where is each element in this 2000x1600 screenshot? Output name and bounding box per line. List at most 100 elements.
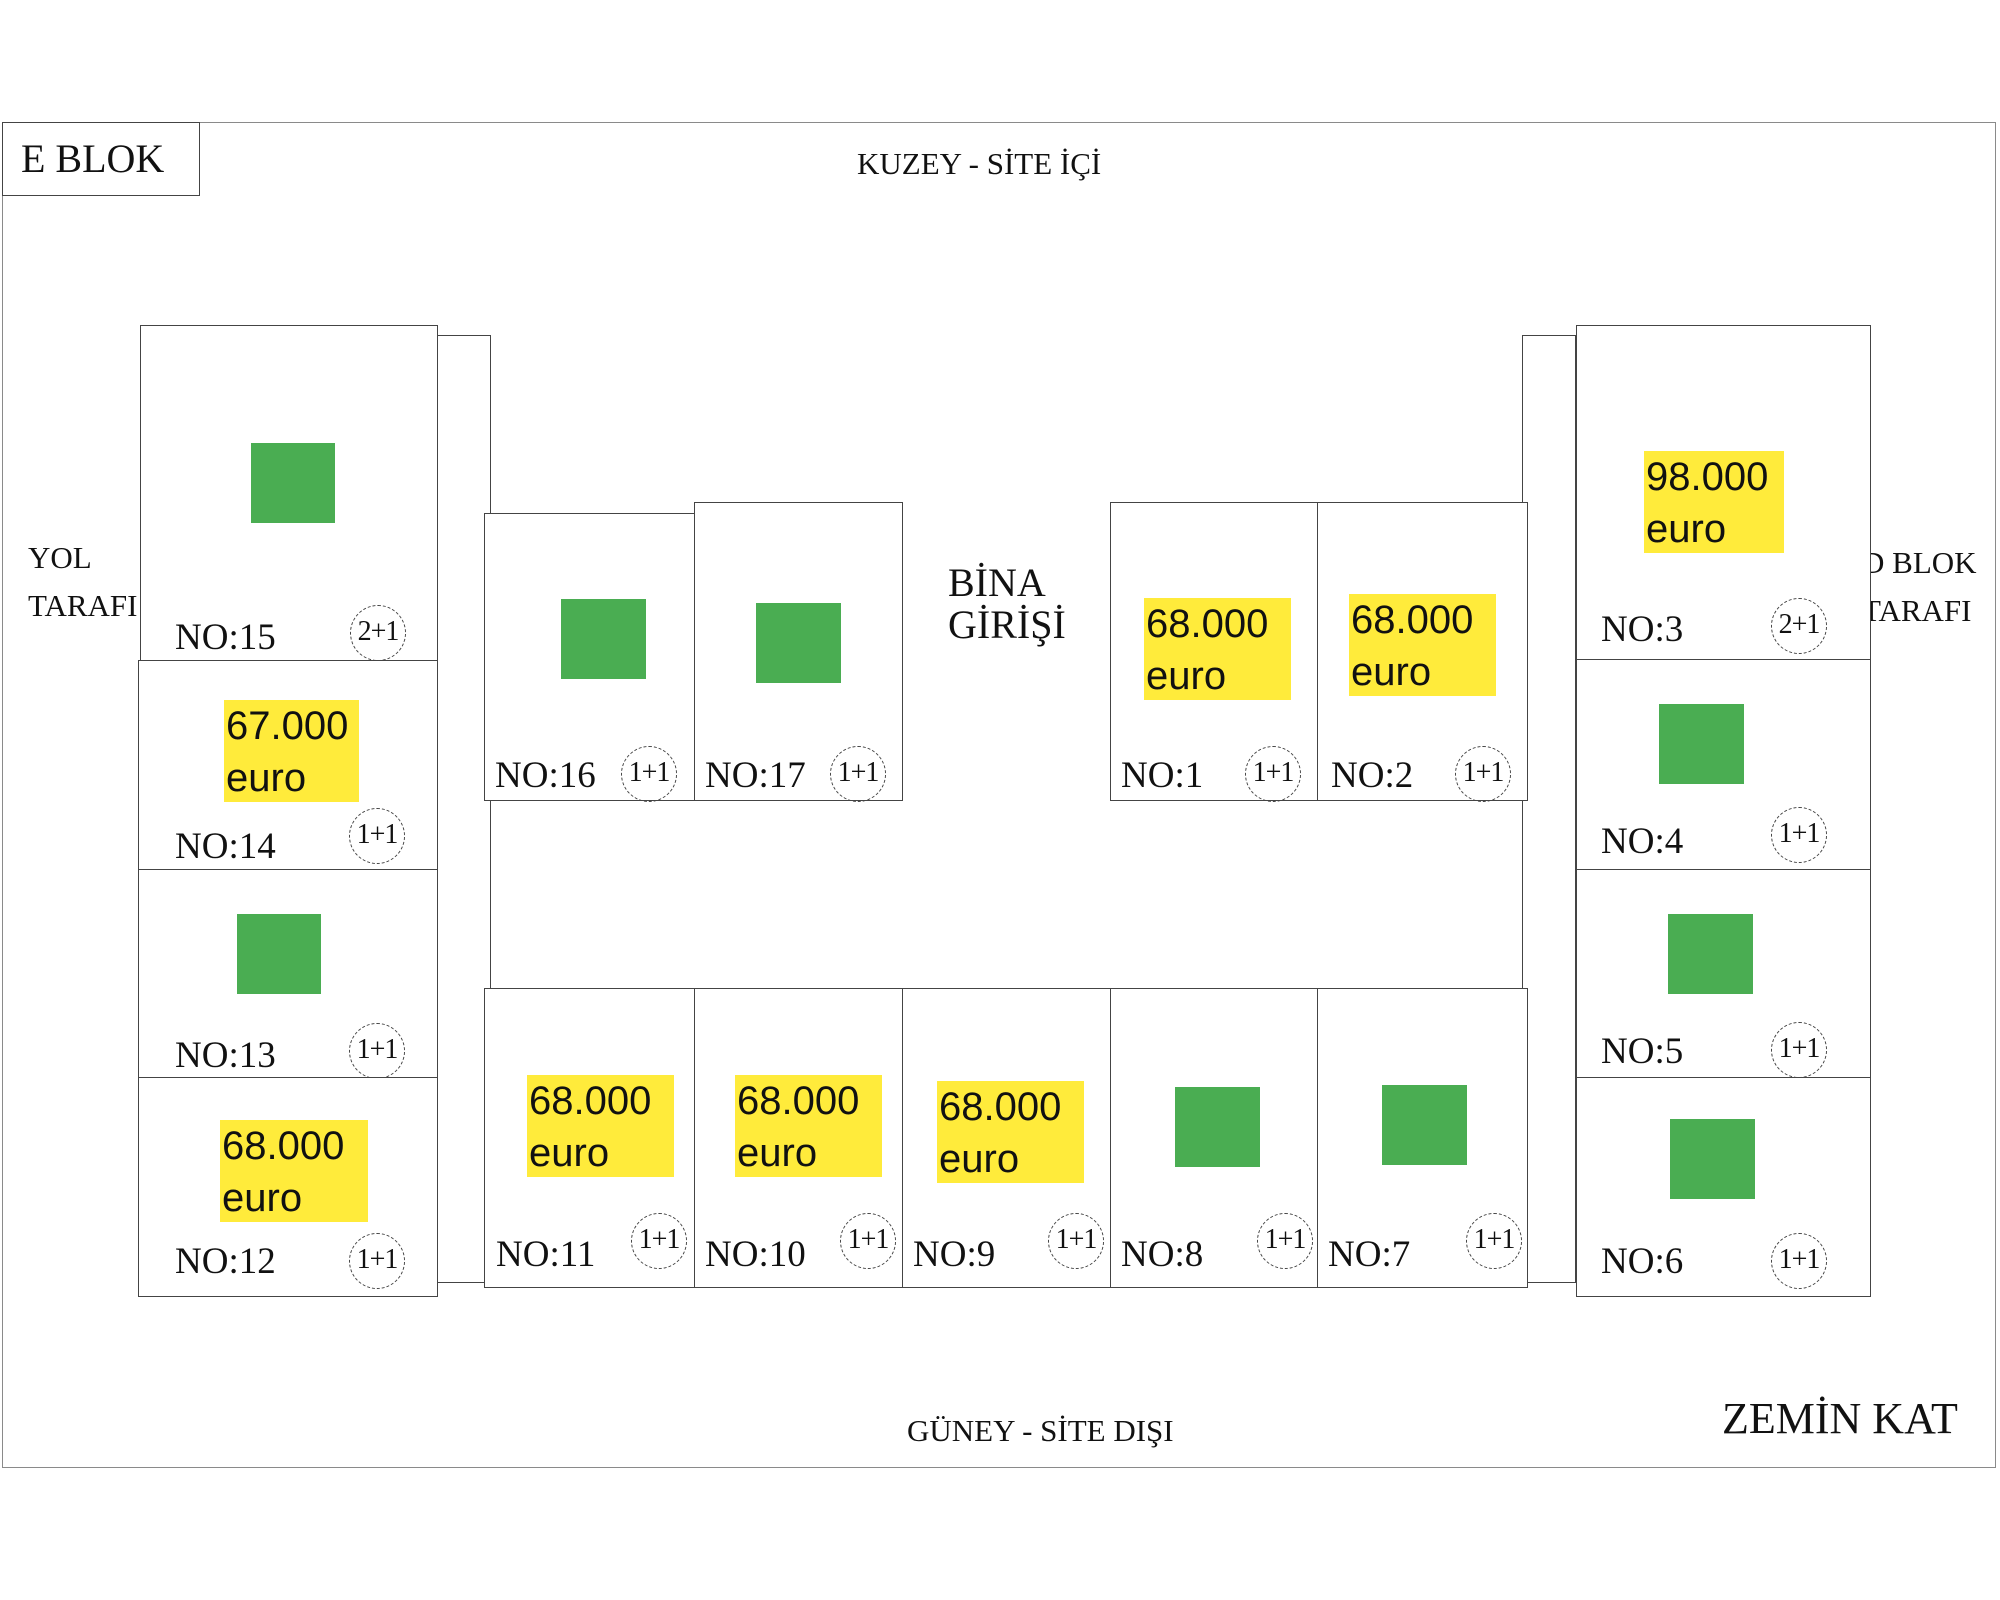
right-side-line2: TARAFI <box>1862 593 1972 628</box>
unit-8[interactable]: NO:8 1+1 <box>1110 988 1318 1288</box>
unit-number: NO:4 <box>1601 821 1684 862</box>
sold-marker <box>1175 1087 1260 1167</box>
unit-number: NO:13 <box>175 1035 276 1076</box>
unit-2[interactable]: 68.000 euro NO:2 1+1 <box>1317 502 1528 802</box>
unit-number: NO:15 <box>175 617 276 658</box>
unit-11[interactable]: 68.000 euro NO:11 1+1 <box>484 988 695 1288</box>
price-value: 68.000 <box>737 1079 860 1123</box>
room-type-badge: 1+1 <box>1257 1213 1313 1269</box>
unit-15[interactable]: NO:15 2+1 <box>140 325 438 661</box>
room-type-badge: 1+1 <box>840 1213 896 1269</box>
price-value: 68.000 <box>529 1079 652 1123</box>
floor-label: ZEMİN KAT <box>1722 1394 1958 1443</box>
price-tag: 68.000 euro <box>1349 594 1496 696</box>
unit-number: NO:16 <box>495 755 596 796</box>
block-label: E BLOK <box>2 122 200 196</box>
unit-10[interactable]: 68.000 euro NO:10 1+1 <box>694 988 903 1288</box>
unit-number: NO:9 <box>913 1234 996 1275</box>
sold-marker <box>1670 1119 1755 1199</box>
room-type-badge: 1+1 <box>621 746 677 802</box>
price-currency: euro <box>939 1137 1020 1181</box>
unit-number: NO:5 <box>1601 1031 1684 1072</box>
right-shaft-wall <box>1522 335 1576 1283</box>
unit-number: NO:2 <box>1331 755 1414 796</box>
unit-12[interactable]: 68.000 euro NO:12 1+1 <box>138 1077 438 1297</box>
unit-number: NO:7 <box>1328 1234 1411 1275</box>
unit-14[interactable]: 67.000 euro NO:14 1+1 <box>138 660 438 870</box>
right-side-label: D BLOK TARAFI <box>1862 539 1977 635</box>
unit-17[interactable]: NO:17 1+1 <box>694 502 903 802</box>
price-value: 68.000 <box>1146 602 1269 646</box>
unit-9[interactable]: 68.000 euro NO:9 1+1 <box>902 988 1111 1288</box>
price-tag: 68.000 euro <box>1144 598 1291 700</box>
price-currency: euro <box>226 756 307 800</box>
entrance-line2: GİRİŞİ <box>948 602 1066 647</box>
room-type-badge: 1+1 <box>830 746 886 802</box>
left-side-line1: YOL <box>28 540 92 575</box>
unit-16[interactable]: NO:16 1+1 <box>484 513 695 802</box>
price-value: 98.000 <box>1646 455 1769 499</box>
unit-number: NO:11 <box>496 1234 596 1275</box>
unit-number: NO:3 <box>1601 609 1684 650</box>
unit-number: NO:17 <box>705 755 806 796</box>
price-tag: 68.000 euro <box>735 1075 882 1177</box>
price-tag: 98.000 euro <box>1644 451 1784 553</box>
room-type-badge: 1+1 <box>349 1023 405 1079</box>
right-side-line1: D BLOK <box>1862 545 1977 580</box>
price-currency: euro <box>1351 650 1432 694</box>
unit-number: NO:1 <box>1121 755 1204 796</box>
price-currency: euro <box>1146 654 1227 698</box>
price-value: 68.000 <box>222 1124 345 1168</box>
room-type-badge: 1+1 <box>349 1233 405 1289</box>
left-side-label: YOL TARAFI <box>28 534 137 630</box>
price-tag: 68.000 euro <box>527 1075 674 1177</box>
sold-marker <box>1659 704 1744 784</box>
unit-number: NO:10 <box>705 1234 806 1275</box>
left-side-line2: TARAFI <box>28 588 138 623</box>
unit-5[interactable]: NO:5 1+1 <box>1576 869 1871 1078</box>
price-currency: euro <box>222 1176 303 1220</box>
price-tag: 68.000 euro <box>937 1081 1084 1183</box>
room-type-badge: 1+1 <box>1771 1233 1827 1289</box>
price-currency: euro <box>737 1131 818 1175</box>
room-type-badge: 2+1 <box>1771 598 1827 654</box>
unit-4[interactable]: NO:4 1+1 <box>1576 659 1871 870</box>
price-tag: 67.000 euro <box>224 700 359 802</box>
entrance-line1: BİNA <box>948 560 1046 605</box>
unit-13[interactable]: NO:13 1+1 <box>138 869 438 1079</box>
south-label: GÜNEY - SİTE DIŞI <box>907 1413 1174 1448</box>
drawing-frame <box>2 122 1996 1468</box>
price-value: 67.000 <box>226 704 349 748</box>
price-currency: euro <box>1646 507 1727 551</box>
room-type-badge: 1+1 <box>1771 807 1827 863</box>
price-currency: euro <box>529 1131 610 1175</box>
unit-6[interactable]: NO:6 1+1 <box>1576 1077 1871 1297</box>
sold-marker <box>237 914 321 994</box>
sold-marker <box>251 443 335 523</box>
north-label: KUZEY - SİTE İÇİ <box>857 146 1102 181</box>
unit-1[interactable]: 68.000 euro NO:1 1+1 <box>1110 502 1318 802</box>
sold-marker <box>1668 914 1753 994</box>
sold-marker <box>756 603 841 683</box>
room-type-badge: 1+1 <box>1466 1213 1522 1269</box>
sold-marker <box>561 599 646 679</box>
unit-number: NO:8 <box>1121 1234 1204 1275</box>
unit-number: NO:6 <box>1601 1241 1684 1282</box>
room-type-badge: 1+1 <box>631 1213 687 1269</box>
sold-marker <box>1382 1085 1467 1165</box>
room-type-badge: 1+1 <box>1245 746 1301 802</box>
left-shaft-wall <box>437 335 491 1283</box>
unit-7[interactable]: NO:7 1+1 <box>1317 988 1528 1288</box>
price-value: 68.000 <box>939 1085 1062 1129</box>
unit-number: NO:12 <box>175 1241 276 1282</box>
room-type-badge: 1+1 <box>349 808 405 864</box>
unit-number: NO:14 <box>175 826 276 867</box>
room-type-badge: 1+1 <box>1048 1213 1104 1269</box>
price-tag: 68.000 euro <box>220 1120 368 1222</box>
building-entrance-label: BİNA GİRİŞİ <box>948 562 1066 646</box>
room-type-badge: 1+1 <box>1455 746 1511 802</box>
price-value: 68.000 <box>1351 598 1474 642</box>
room-type-badge: 1+1 <box>1771 1022 1827 1078</box>
room-type-badge: 2+1 <box>350 605 406 661</box>
unit-3[interactable]: 98.000 euro NO:3 2+1 <box>1576 325 1871 660</box>
